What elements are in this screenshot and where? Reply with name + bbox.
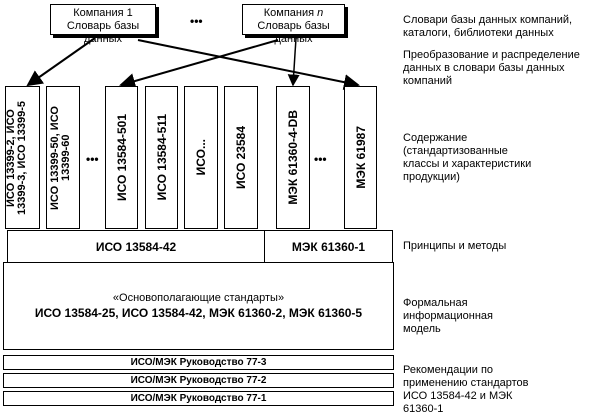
principles-iec: МЭК 61360-1 [264, 230, 393, 264]
label-principles: Принципы и методы [403, 240, 507, 252]
companies-ellipsis: ••• [190, 14, 203, 28]
principles-iso: ИСО 13584-42 [7, 230, 265, 264]
company-dictionary-label: Словарь базы данных [257, 20, 330, 45]
arrow-companyn-col7 [287, 37, 300, 87]
content-column: МЭК 61987 [344, 86, 377, 229]
arrow-companyn-col3 [119, 39, 279, 89]
column-label: ИСО 23584 [234, 125, 248, 190]
label-transformation: Преобразование и распределение данных в … [403, 49, 580, 87]
company-dictionary-label: Словарь базы данных [66, 20, 140, 45]
label-dictionaries: Словари базы данных компаний, каталоги, … [403, 14, 573, 39]
label-recommendations: Рекомендации по применению стандартов ИС… [403, 364, 529, 415]
company-name-text: Компания [263, 7, 318, 19]
content-column: ИСО 13584-511 [145, 86, 178, 229]
content-column: ИСО... [184, 86, 218, 229]
content-column: МЭК 61360-4-DB [276, 86, 310, 229]
label-formal-model: Формальная информационная модель [403, 297, 493, 335]
column-label: ИСО 13584-511 [154, 114, 169, 201]
content-column: ИСО 13584-501 [105, 86, 138, 229]
arrow-company1-col8 [137, 39, 360, 91]
label-content: Содержание (стандартизованные классы и х… [403, 132, 532, 183]
company-name: Компания 1 [73, 7, 133, 19]
column-label: МЭК 61987 [353, 126, 368, 189]
foundation-list: ИСО 13584-25, ИСО 13584-42, МЭК 61360-2,… [34, 306, 363, 320]
arrow-company1-col1 [26, 37, 96, 87]
content-column: ИСО 23584 [224, 86, 258, 229]
foundation-title: «Основополагающие стандарты» [112, 292, 285, 304]
company-1-dictionary: Компания 1 Словарь базы данных [50, 4, 156, 45]
guide-77-2: ИСО/МЭК Руководство 77-2 [3, 373, 394, 388]
column-label: МЭК 61360-4-DB [286, 110, 300, 205]
company-name: Компания n [243, 7, 344, 20]
columns-ellipsis: ••• [314, 152, 327, 166]
columns-ellipsis: ••• [86, 152, 99, 166]
content-column: ИСО 13399-2, ИСО 13399-3, ИСО 13399-5 [5, 86, 40, 229]
content-column: ИСО 13399-50, ИСО 13399-60 [46, 86, 80, 229]
company-n-dictionary: Компания n Словарь базы данных [242, 4, 345, 45]
column-label: ИСО 13399-2, ИСО 13399-3, ИСО 13399-5 [5, 100, 28, 215]
column-label: ИСО 13399-50, ИСО 13399-60 [49, 105, 72, 210]
company-index: n [317, 7, 324, 19]
column-label: ИСО 13584-501 [114, 113, 129, 202]
guide-77-3: ИСО/МЭК Руководство 77-3 [3, 355, 394, 370]
guide-77-1: ИСО/МЭК Руководство 77-1 [3, 391, 394, 406]
column-label: ИСО... [194, 139, 208, 176]
foundation-standards: «Основополагающие стандарты» ИСО 13584-2… [3, 262, 394, 350]
